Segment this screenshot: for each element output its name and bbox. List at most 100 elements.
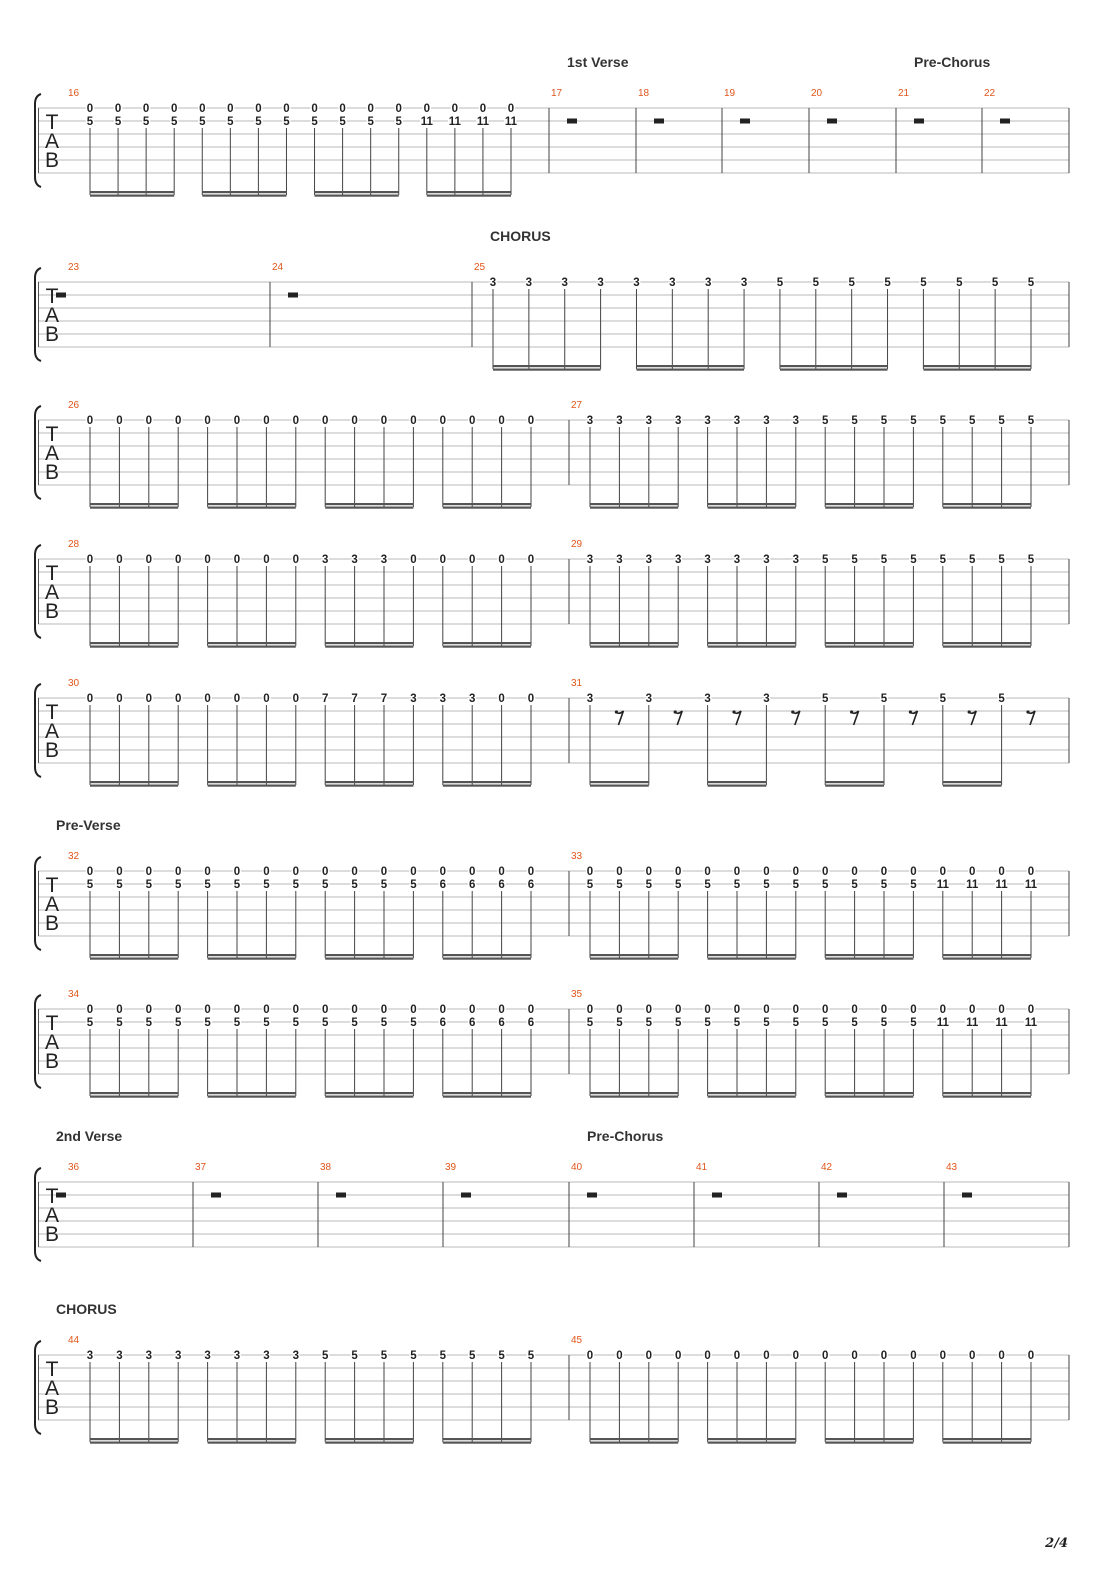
fret-number: 5 [311, 116, 318, 128]
fret-number: 0 [528, 554, 534, 566]
beam [825, 1095, 914, 1098]
fret-number: 5 [175, 879, 182, 891]
fret-number: 7 [322, 693, 328, 705]
fret-number: 0 [822, 1350, 828, 1362]
beam [707, 954, 796, 957]
tab-clef-letter: B [45, 149, 59, 172]
fret-number: 0 [255, 103, 261, 115]
beam [207, 1438, 296, 1441]
whole-rest [211, 1192, 221, 1198]
beam [90, 645, 179, 648]
beam [590, 1441, 679, 1444]
fret-number: 0 [424, 103, 430, 115]
fret-number: 5 [763, 1017, 770, 1029]
fret-number: 5 [143, 116, 150, 128]
beam [942, 506, 1031, 509]
fret-number: 0 [410, 1004, 416, 1016]
fret-number: 3 [763, 415, 769, 427]
fret-number: 3 [597, 277, 603, 289]
fret-number: 5 [969, 554, 976, 566]
tab-clef-letter: T [46, 423, 59, 446]
fret-number: 5 [822, 693, 829, 705]
beam [707, 1092, 796, 1095]
beam [942, 1438, 1031, 1441]
fret-number: 5 [992, 277, 999, 289]
beam [707, 645, 796, 648]
fret-number: 11 [996, 879, 1009, 891]
fret-number: 0 [234, 554, 240, 566]
beam [325, 784, 414, 787]
beam [207, 1441, 296, 1444]
beam [493, 365, 601, 368]
fret-number: 0 [498, 866, 504, 878]
measure-number: 41 [696, 1162, 708, 1173]
fret-number: 3 [381, 554, 387, 566]
beam [207, 784, 296, 787]
beam [825, 1438, 914, 1441]
fret-number: 5 [351, 879, 358, 891]
beam [314, 191, 399, 194]
fret-number: 0 [204, 1004, 210, 1016]
fret-number: 0 [616, 1004, 622, 1016]
beam [825, 781, 884, 784]
beam [442, 784, 531, 787]
fret-number: 0 [263, 1004, 269, 1016]
fret-number: 3 [763, 554, 769, 566]
fret-number: 0 [528, 866, 534, 878]
measure-number: 28 [68, 539, 80, 550]
fret-number: 11 [1025, 879, 1038, 891]
beam [90, 1438, 179, 1441]
beam [590, 642, 679, 645]
fret-number: 0 [351, 415, 357, 427]
beam [442, 645, 531, 648]
beam [90, 194, 175, 197]
fret-number: 5 [396, 116, 403, 128]
fret-number: 0 [396, 103, 402, 115]
tab-clef-letter: B [45, 739, 59, 762]
beam [825, 642, 914, 645]
tab-clef-letter: A [45, 1377, 59, 1400]
fret-number: 6 [469, 1017, 475, 1029]
fret-number: 0 [115, 103, 121, 115]
fret-number: 6 [498, 1017, 504, 1029]
fret-number: 3 [146, 1350, 152, 1362]
beam [325, 506, 414, 509]
measure-number: 37 [195, 1162, 207, 1173]
fret-number: 3 [763, 693, 769, 705]
beam [325, 1092, 414, 1095]
tab-clef-letter: T [46, 1012, 59, 1035]
beam [90, 957, 179, 960]
fret-number: 0 [675, 1004, 681, 1016]
measure-number: 19 [724, 88, 736, 99]
fret-number: 7 [381, 693, 387, 705]
beam [325, 1441, 414, 1444]
beam [493, 368, 601, 371]
beam [442, 781, 531, 784]
fret-number: 5 [822, 554, 829, 566]
beam [207, 645, 296, 648]
fret-number: 5 [587, 879, 594, 891]
fret-number: 3 [87, 1350, 93, 1362]
rest-dot [614, 710, 619, 714]
fret-number: 0 [763, 1350, 769, 1362]
fret-number: 3 [675, 415, 681, 427]
measure-number: 34 [68, 989, 80, 1000]
fret-number: 5 [734, 1017, 741, 1029]
tab-clef-letter: B [45, 600, 59, 623]
beam [707, 1441, 796, 1444]
fret-number: 0 [528, 693, 534, 705]
fret-number: 0 [793, 1004, 799, 1016]
beam [442, 1441, 531, 1444]
system-bracket [34, 405, 42, 500]
fret-number: 0 [322, 415, 328, 427]
fret-number: 3 [410, 693, 416, 705]
fret-number: 5 [410, 1350, 417, 1362]
beam [442, 642, 531, 645]
fret-number: 5 [322, 879, 329, 891]
fret-number: 5 [381, 1350, 388, 1362]
tab-system: TAB1605050505050505050505050501101101101… [34, 88, 1070, 197]
fret-number: 0 [204, 866, 210, 878]
measure-number: 38 [320, 1162, 332, 1173]
